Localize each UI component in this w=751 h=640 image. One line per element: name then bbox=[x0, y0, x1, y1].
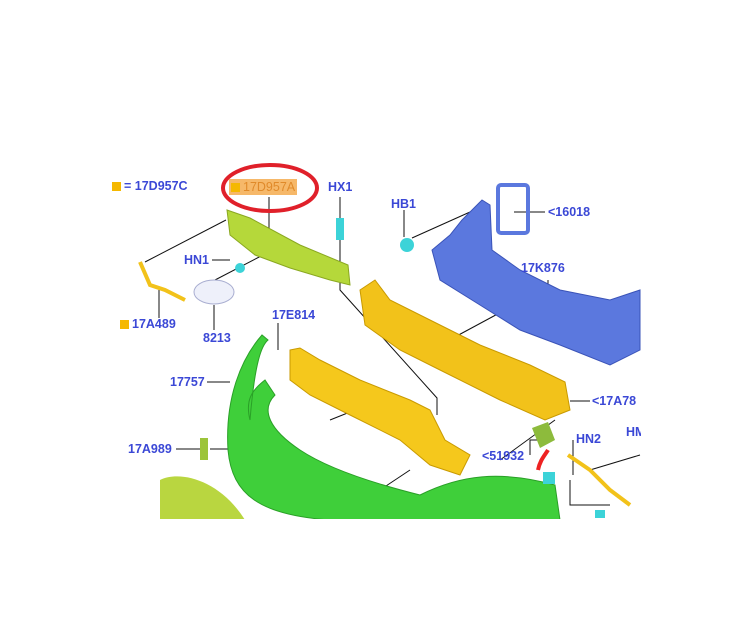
highlight-circle bbox=[221, 163, 319, 213]
grille-reinforcement-17d957a bbox=[138, 209, 414, 305]
legend-label: = 17D957C bbox=[112, 179, 188, 193]
part-label-17a989[interactable]: 17A989 bbox=[128, 442, 172, 456]
part-label-17a489[interactable]: 17A489 bbox=[120, 317, 176, 331]
legend-swatch bbox=[112, 182, 121, 191]
part-label-hb1[interactable]: HB1 bbox=[391, 197, 417, 211]
part-label-51932[interactable]: <51932 bbox=[482, 449, 525, 463]
legend-text: = 17D957C bbox=[124, 179, 188, 193]
part-label-17a780[interactable]: <17A78 bbox=[592, 394, 637, 408]
part-label-16018[interactable]: <16018 bbox=[548, 205, 591, 219]
part-label-hm[interactable]: HM bbox=[626, 425, 641, 439]
part-label-17d957a[interactable]: 17D957A bbox=[229, 179, 298, 195]
part-label-17k876[interactable]: 17K876 bbox=[521, 261, 565, 275]
part-label-hx1[interactable]: HX1 bbox=[328, 180, 353, 194]
energy-absorber-17a780 bbox=[289, 279, 571, 476]
part-label-hn1[interactable]: HN1 bbox=[184, 253, 210, 267]
part-label-8213[interactable]: 8213 bbox=[203, 331, 231, 345]
diagram-canvas: = 17D957C 17D957A HX1 HB1 <16018 17K876 … bbox=[105, 160, 641, 519]
part-label-17757[interactable]: 17757 bbox=[170, 375, 205, 389]
part-number: 17A489 bbox=[132, 317, 176, 331]
bumper-cover-17757 bbox=[160, 334, 632, 519]
part-number: 17D957A bbox=[243, 180, 296, 194]
part-label-17e814[interactable]: 17E814 bbox=[272, 308, 316, 322]
leader-lines bbox=[144, 197, 641, 506]
part-label-hn2[interactable]: HN2 bbox=[576, 432, 602, 446]
parts-illustration bbox=[138, 163, 641, 519]
bumper-reinforcement-beam-17k876 bbox=[431, 183, 641, 366]
